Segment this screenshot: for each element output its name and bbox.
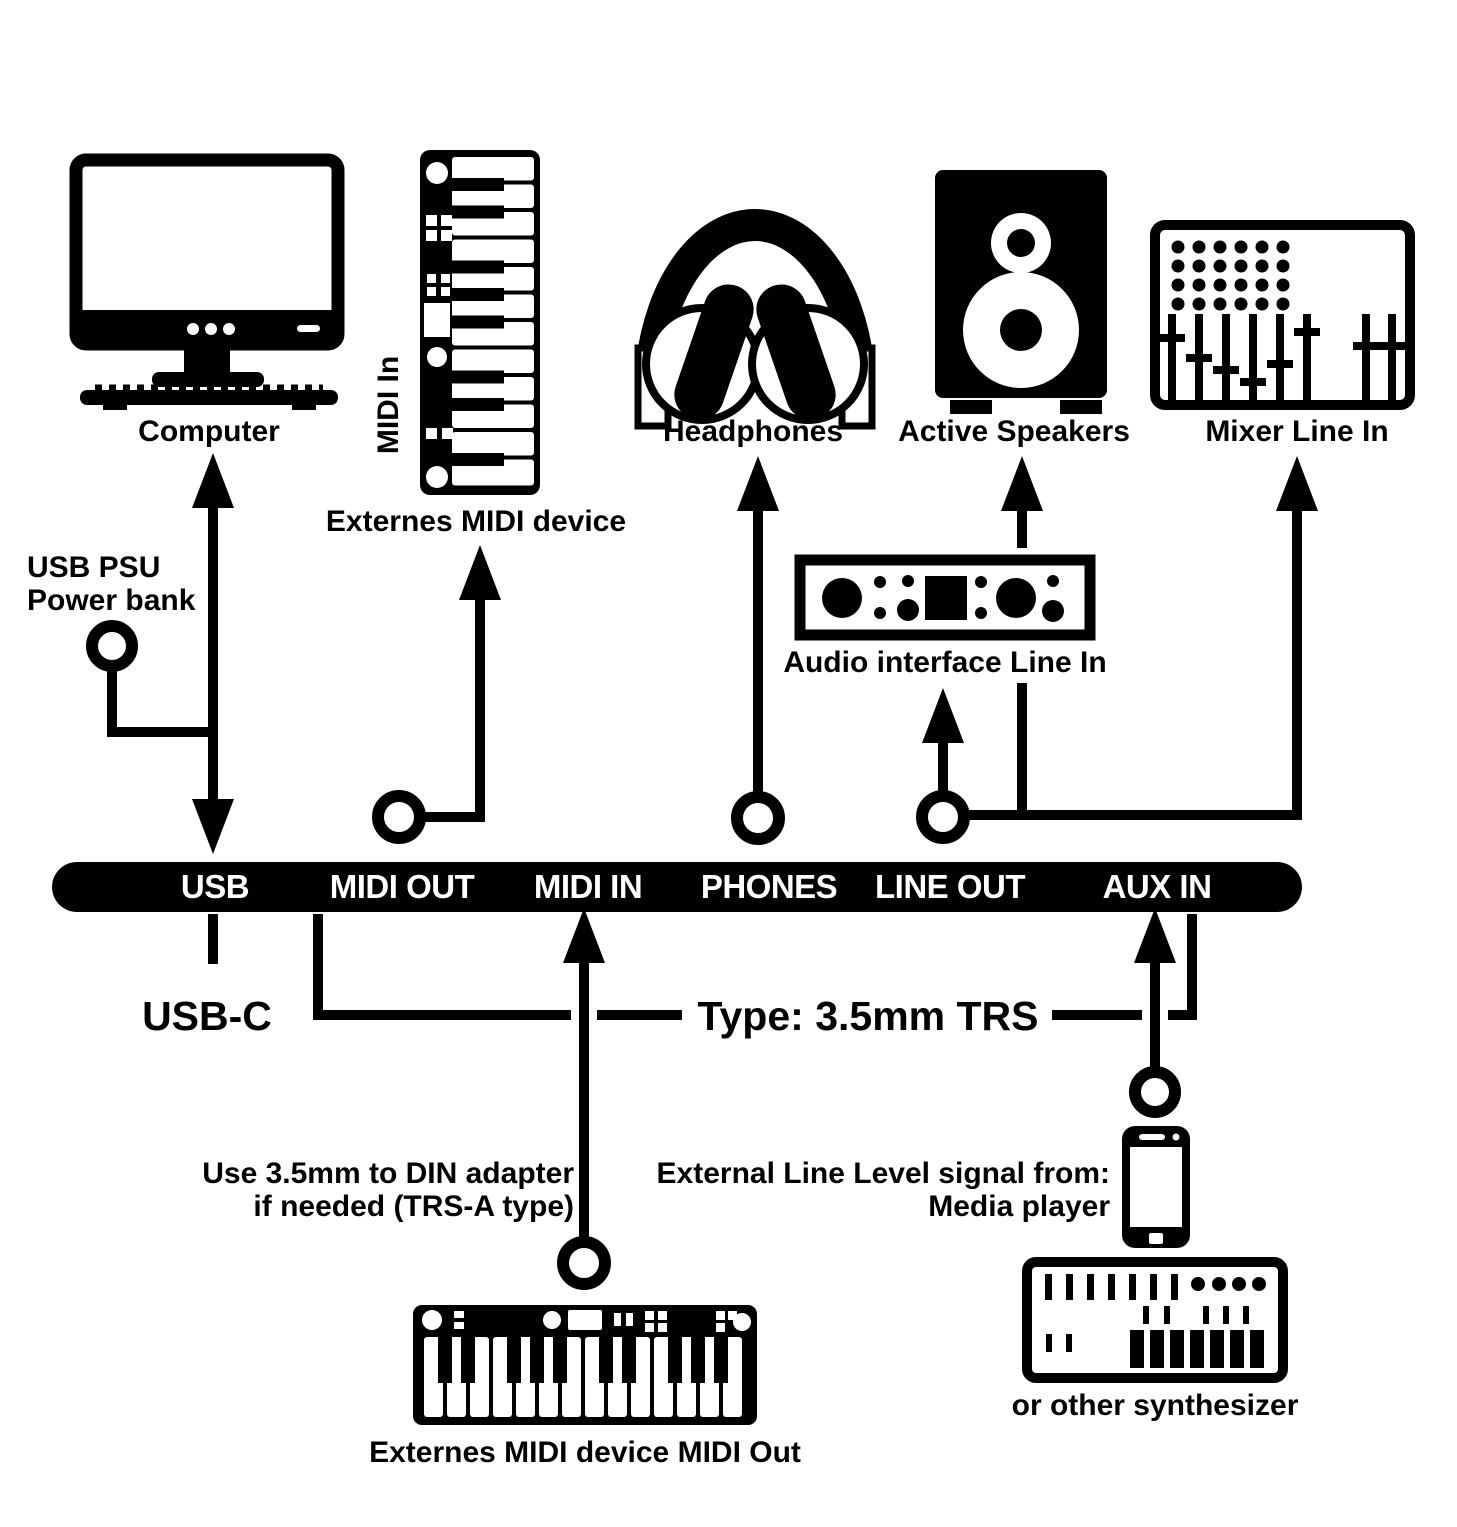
port-midi-in: MIDI IN — [534, 868, 642, 905]
psu-wire — [107, 666, 209, 737]
arrow-up-computer — [192, 453, 234, 508]
line-level-line1: External Line Level signal from: — [657, 1157, 1110, 1190]
psu-label-line1: USB PSU — [27, 551, 160, 584]
mixer-knobs — [1171, 240, 1290, 311]
port-midi-out: MIDI OUT — [330, 868, 475, 905]
midi-out-wire — [418, 600, 485, 822]
arrow-up-mixer — [1276, 456, 1318, 511]
trs-bracket-right — [1052, 914, 1197, 1020]
usb-c-label: USB-C — [142, 993, 272, 1039]
din-adapter-line1: Use 3.5mm to DIN adapter — [202, 1157, 574, 1190]
port-phones: PHONES — [701, 868, 837, 905]
arrow-down-usb — [192, 799, 234, 854]
midi-in-port-label: MIDI In — [372, 356, 405, 454]
port-usb: USB — [181, 868, 249, 905]
synthesizer-icon — [1022, 1257, 1288, 1383]
mixer-icon — [1150, 220, 1415, 410]
audio-interface-icon — [794, 554, 1096, 641]
computer-label: Computer — [138, 415, 280, 448]
media-player-icon — [1122, 1126, 1190, 1248]
port-aux-in: AUX IN — [1103, 868, 1212, 905]
arrow-up-audio-interface — [922, 688, 964, 743]
midi-out-device-label: Externes MIDI device MIDI Out — [369, 1436, 801, 1469]
headphones-icon — [634, 209, 876, 430]
trs-bracket-left — [313, 914, 682, 1020]
midi-out-plug-icon — [372, 790, 426, 844]
labels: Computer MIDI In Externes MIDI device He… — [27, 356, 1389, 1469]
device-port-bar: USB MIDI OUT MIDI IN PHONES LINE OUT AUX… — [52, 862, 1302, 912]
synth-label: or other synthesizer — [1012, 1389, 1299, 1422]
trs-type-label: Type: 3.5mm TRS — [698, 993, 1039, 1039]
lineout-wire-mixer — [963, 508, 1302, 820]
external-midi-device-icon — [420, 150, 540, 495]
psu-label-line2: Power bank — [27, 584, 196, 617]
mixer-faders — [1159, 314, 1405, 400]
arrow-up-headphones — [737, 456, 779, 511]
port-line-out: LINE OUT — [875, 868, 1025, 905]
audio-interface-label: Audio interface Line In — [783, 646, 1106, 679]
mixer-label: Mixer Line In — [1205, 415, 1388, 448]
active-speakers-icon — [935, 170, 1107, 414]
headphones-label: Headphones — [663, 415, 843, 448]
midi-out-keyboard-icon — [413, 1305, 757, 1425]
line-level-line2: Media player — [928, 1190, 1110, 1223]
phones-plug-icon — [731, 791, 785, 845]
aux-plug-icon — [1129, 1066, 1181, 1118]
wires — [86, 453, 1318, 1290]
lineout-plug-icon — [916, 790, 970, 844]
arrow-up-aux — [1134, 908, 1176, 963]
computer-icon — [69, 153, 345, 410]
arrow-up-midi-in — [563, 908, 605, 963]
arrow-up-speakers — [1001, 456, 1043, 511]
midi-in-plug-icon — [557, 1236, 611, 1290]
external-midi-label: Externes MIDI device — [326, 505, 626, 538]
speakers-label: Active Speakers — [898, 415, 1130, 448]
psu-plug-icon — [86, 620, 138, 672]
din-adapter-line2: if needed (TRS-A type) — [253, 1190, 574, 1223]
arrow-up-midi-device — [459, 545, 501, 600]
